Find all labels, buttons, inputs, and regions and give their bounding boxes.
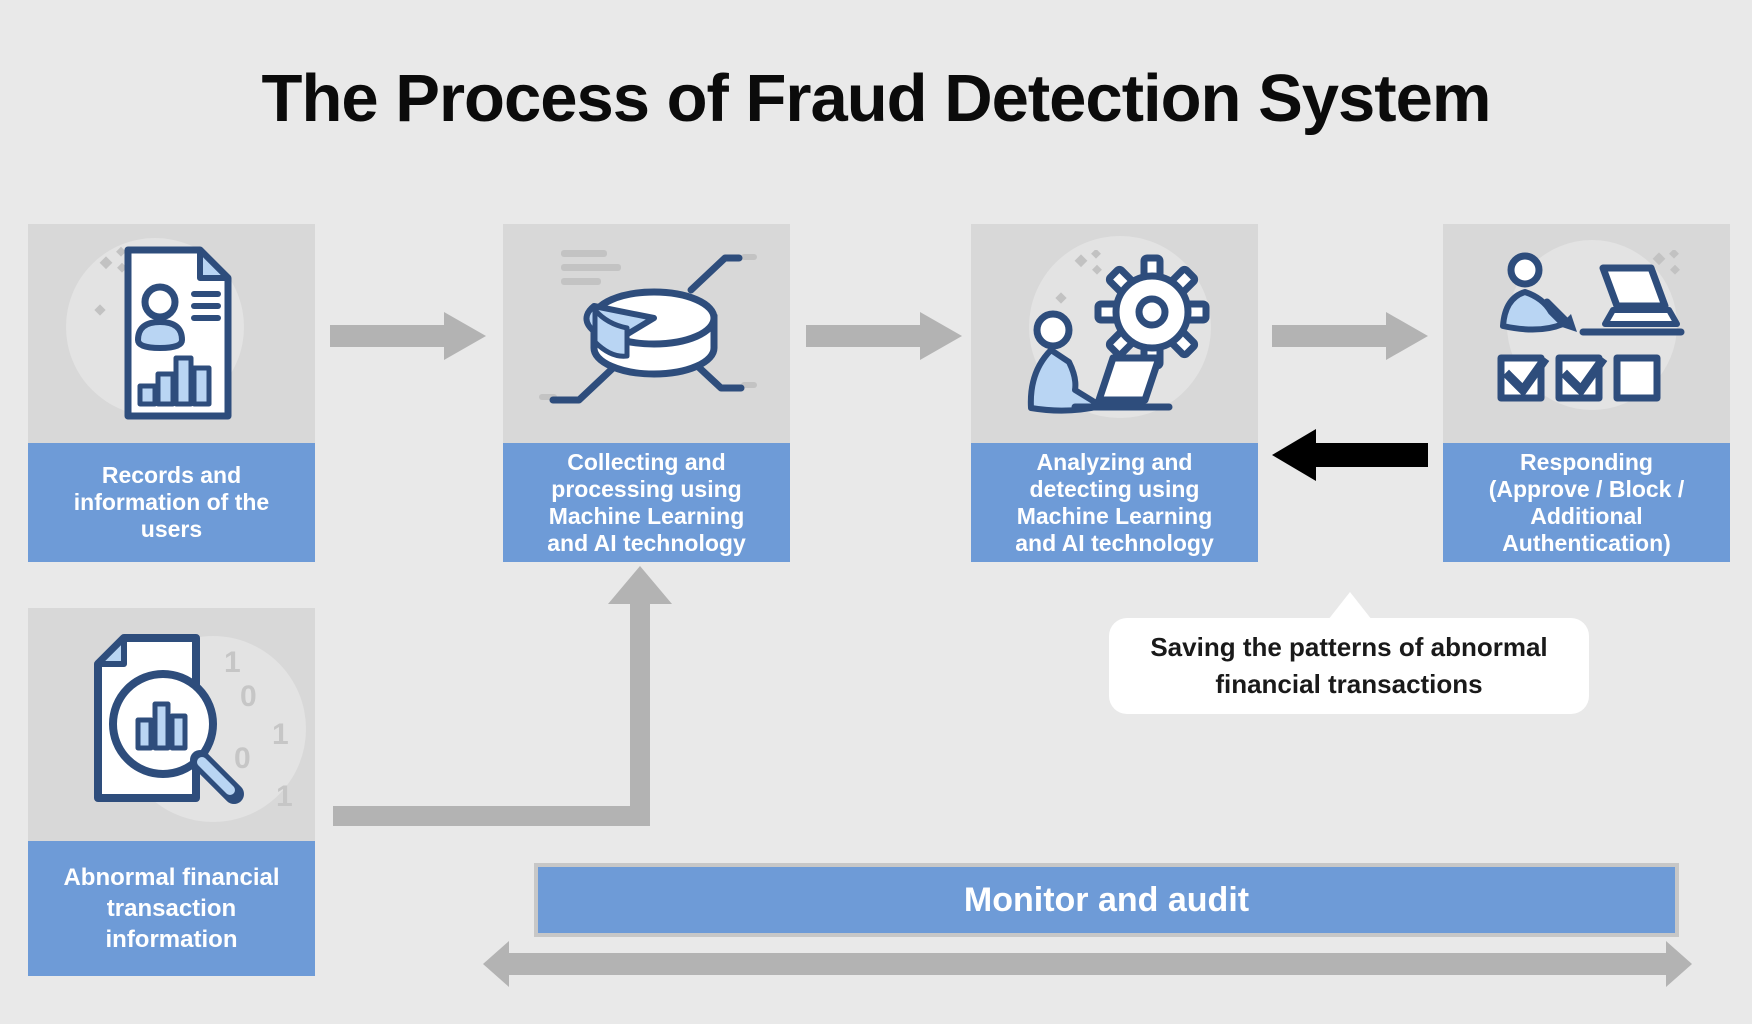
- svg-text:1: 1: [276, 780, 293, 813]
- page-title: The Process of Fraud Detection System: [261, 61, 1492, 136]
- callout-pointer: [1328, 592, 1372, 620]
- elbow-arrow-horizontal: [333, 806, 650, 826]
- step-box-collecting: Collecting and processing using Machine …: [503, 224, 790, 562]
- monitor-audit-bar: Monitor and audit: [534, 863, 1679, 937]
- step-label-records: Records and information of the users: [28, 443, 315, 562]
- step-box-analyzing: Analyzing and detecting using Machine Le…: [971, 224, 1258, 562]
- magnifier-document-icon: 1 0 1 0 1: [94, 634, 293, 813]
- records-icon-area: [28, 224, 315, 443]
- arrow-collecting-to-analyzing: [806, 312, 962, 360]
- step-box-responding: Responding (Approve / Block / Additional…: [1443, 224, 1730, 562]
- feedback-arrow-responding-to-analyzing: [1272, 429, 1428, 481]
- collecting-icon-area: [503, 224, 790, 443]
- svg-text:0: 0: [234, 742, 251, 775]
- svg-text:1: 1: [224, 646, 241, 679]
- step-label-collecting: Collecting and processing using Machine …: [503, 443, 790, 562]
- step-box-records: Records and information of the users: [28, 224, 315, 562]
- input-box-abnormal: 1 0 1 0 1 Abnormal financial transactio: [28, 608, 315, 976]
- analyst-gear-laptop-icon: [1027, 250, 1210, 414]
- input-box-label: Abnormal financial transaction informati…: [28, 841, 315, 976]
- arrow-records-to-collecting: [330, 312, 486, 360]
- step-label-responding: Responding (Approve / Block / Additional…: [1443, 443, 1730, 562]
- abnormal-icon-area: 1 0 1 0 1: [28, 608, 315, 841]
- data-collection-pie-icon: [539, 250, 757, 404]
- responder-checklist-icon: [1497, 250, 1685, 402]
- arrow-analyzing-to-responding: [1272, 312, 1428, 360]
- callout-saving-patterns: Saving the patterns of abnormal financia…: [1109, 618, 1589, 714]
- analyzing-icon-area: [971, 224, 1258, 443]
- responding-icon-area: [1443, 224, 1730, 443]
- user-record-document-icon: [94, 246, 232, 420]
- svg-text:1: 1: [272, 718, 289, 751]
- svg-text:0: 0: [240, 680, 257, 713]
- elbow-arrow-vertical: [630, 602, 650, 826]
- monitor-double-arrow: [483, 941, 1692, 987]
- elbow-arrow-head: [608, 566, 672, 604]
- step-label-analyzing: Analyzing and detecting using Machine Le…: [971, 443, 1258, 562]
